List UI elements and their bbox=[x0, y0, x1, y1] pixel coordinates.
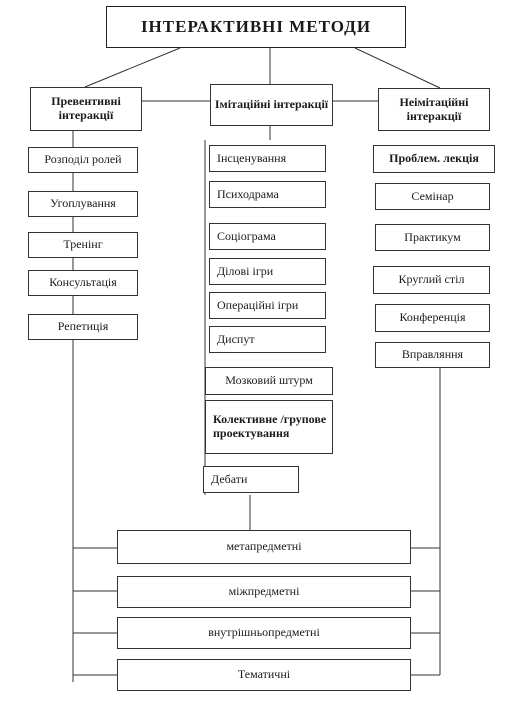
imitation-item: Психодрама bbox=[209, 181, 326, 208]
imitation-item: Колективне /групове проектування bbox=[205, 400, 333, 454]
non-imitation-item: Конференція bbox=[375, 304, 490, 332]
level-box: внутрішньопредметні bbox=[117, 617, 411, 649]
non-imitation-item: Проблем. лекція bbox=[373, 145, 495, 173]
diagram-title: ІНТЕРАКТИВНІ МЕТОДИ bbox=[106, 6, 406, 48]
imitation-item: Дебати bbox=[203, 466, 299, 493]
imitation-item: Операційні ігри bbox=[209, 292, 326, 319]
group-header-preventive: Превентивні інтеракції bbox=[30, 87, 142, 131]
non-imitation-item: Практикум bbox=[375, 224, 490, 251]
level-box: метапредметні bbox=[117, 530, 411, 564]
level-box: міжпредметні bbox=[117, 576, 411, 608]
non-imitation-item: Семінар bbox=[375, 183, 490, 210]
imitation-item: Соціограма bbox=[209, 223, 326, 250]
imitation-item: Диспут bbox=[209, 326, 326, 353]
level-box: Тематичні bbox=[117, 659, 411, 691]
non-imitation-item: Круглий стіл bbox=[373, 266, 490, 294]
imitation-item: Мозковий штурм bbox=[205, 367, 333, 395]
preventive-item: Консультація bbox=[28, 270, 138, 296]
preventive-item: Угоплування bbox=[28, 191, 138, 217]
group-header-non-imitation: Неімітаційні інтеракції bbox=[378, 88, 490, 131]
preventive-item: Розподіл ролей bbox=[28, 147, 138, 173]
group-header-imitation: Імітаційні інтеракції bbox=[210, 84, 333, 126]
imitation-item: Ділові ігри bbox=[209, 258, 326, 285]
non-imitation-item: Вправляння bbox=[375, 342, 490, 368]
preventive-item: Тренінг bbox=[28, 232, 138, 258]
preventive-item: Репетиція bbox=[28, 314, 138, 340]
imitation-item: Інсценування bbox=[209, 145, 326, 172]
